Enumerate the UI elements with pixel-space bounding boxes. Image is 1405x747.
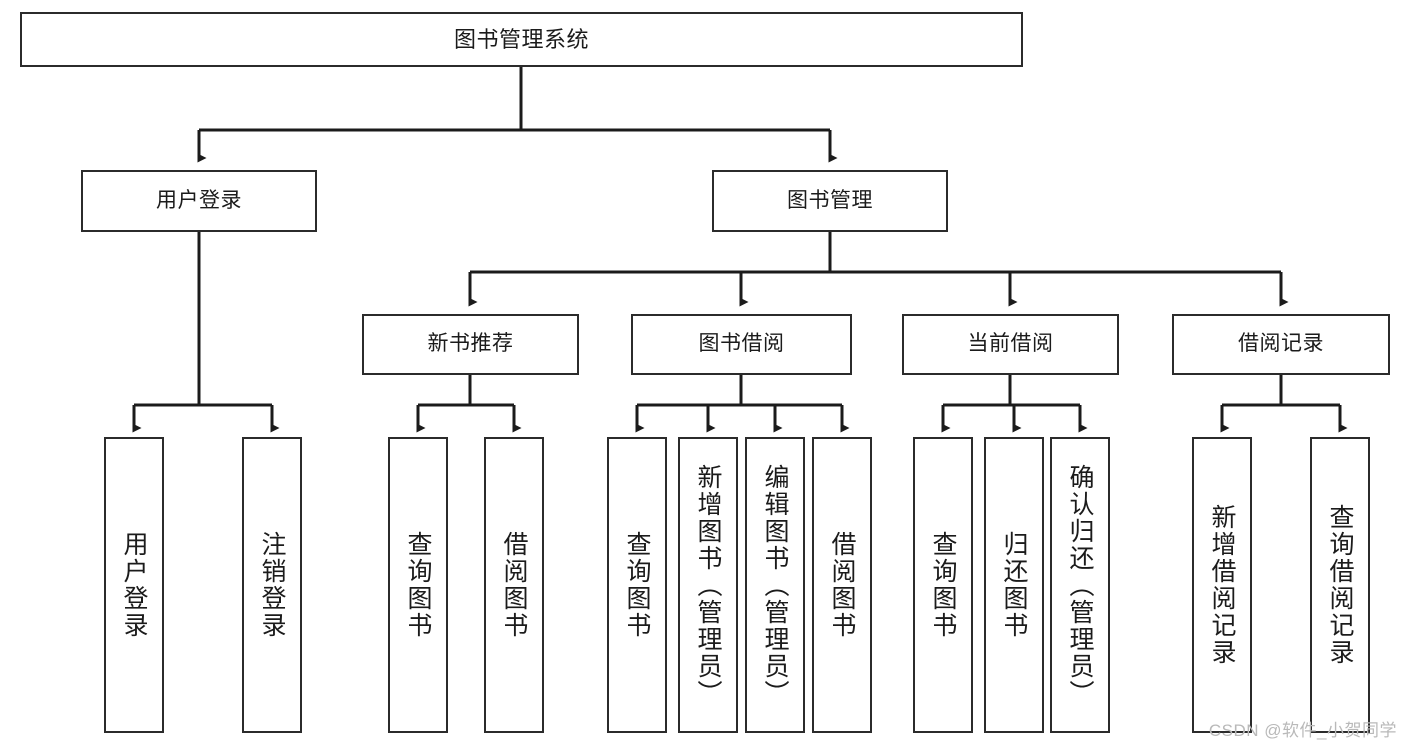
leaf-node[interactable]: 新增图书（管理员） <box>678 437 738 733</box>
leaf-node-label: 查询图书 <box>929 531 957 639</box>
leaf-node[interactable]: 查询图书 <box>388 437 448 733</box>
node-book-borrow[interactable]: 图书借阅 <box>631 314 852 375</box>
leaf-node[interactable]: 查询图书 <box>607 437 667 733</box>
leaf-node[interactable]: 注销登录 <box>242 437 302 733</box>
leaf-node-label: 借阅图书 <box>500 531 528 639</box>
leaf-node[interactable]: 借阅图书 <box>812 437 872 733</box>
watermark-text: CSDN @软件_小贺同学 <box>1208 721 1397 740</box>
node-user-login[interactable]: 用户登录 <box>81 170 317 232</box>
leaf-node[interactable]: 查询图书 <box>913 437 973 733</box>
leaf-node[interactable]: 用户登录 <box>104 437 164 733</box>
leaf-node[interactable]: 归还图书 <box>984 437 1044 733</box>
leaf-node-label: 查询图书 <box>404 531 432 639</box>
leaf-node-label: 借阅图书 <box>828 531 856 639</box>
leaf-node[interactable]: 借阅图书 <box>484 437 544 733</box>
leaf-node-label: 查询图书 <box>623 531 651 639</box>
leaf-node[interactable]: 新增借阅记录 <box>1192 437 1252 733</box>
leaf-node[interactable]: 查询借阅记录 <box>1310 437 1370 733</box>
leaf-node[interactable]: 确认归还（管理员） <box>1050 437 1110 733</box>
node-book-manage[interactable]: 图书管理 <box>712 170 948 232</box>
node-new-book-rec[interactable]: 新书推荐 <box>362 314 579 375</box>
node-root-label: 图书管理系统 <box>453 26 589 52</box>
leaf-node-label: 新增借阅记录 <box>1208 504 1236 666</box>
leaf-node[interactable]: 编辑图书（管理员） <box>745 437 805 733</box>
node-new-book-rec-label: 新书推荐 <box>427 332 514 356</box>
leaf-node-label: 注销登录 <box>258 531 286 639</box>
leaf-node-label: 新增图书（管理员） <box>694 463 722 707</box>
node-user-login-label: 用户登录 <box>156 188 242 212</box>
node-borrow-record-label: 借阅记录 <box>1238 332 1324 356</box>
node-book-borrow-label: 图书借阅 <box>698 332 785 356</box>
node-current-borrow[interactable]: 当前借阅 <box>902 314 1119 375</box>
leaf-node-label: 用户登录 <box>120 531 148 639</box>
leaf-node-label: 查询借阅记录 <box>1326 504 1354 666</box>
node-root[interactable]: 图书管理系统 <box>20 12 1023 67</box>
leaf-node-label: 归还图书 <box>1000 531 1028 639</box>
node-book-manage-label: 图书管理 <box>787 188 873 212</box>
leaf-node-label: 编辑图书（管理员） <box>761 463 789 707</box>
node-current-borrow-label: 当前借阅 <box>967 332 1054 356</box>
leaf-node-label: 确认归还（管理员） <box>1066 463 1094 707</box>
node-borrow-record[interactable]: 借阅记录 <box>1172 314 1390 375</box>
